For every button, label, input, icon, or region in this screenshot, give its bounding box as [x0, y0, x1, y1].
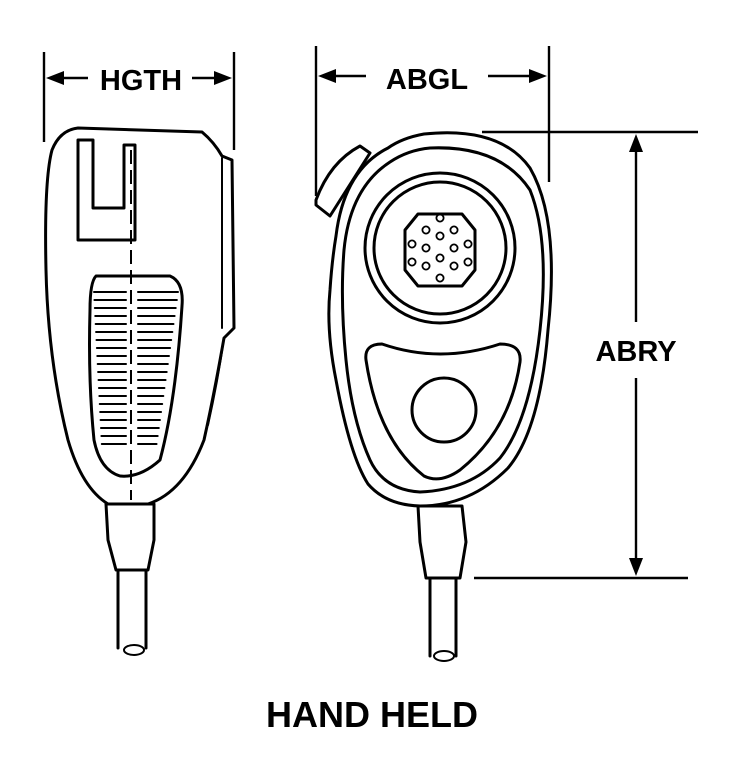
caption: HAND HELD — [266, 694, 478, 735]
ptt-crescent-panel — [364, 342, 522, 481]
mic-grille-ring — [363, 171, 517, 325]
abgl-label: ABGL — [386, 64, 468, 96]
side-view: ABGL ABRY — [314, 46, 698, 662]
hgth-label: HGTH — [100, 65, 182, 97]
side-body-bezel — [340, 146, 545, 494]
hgth-dimension-arrows — [46, 71, 232, 85]
side-cable — [428, 576, 458, 658]
abgl-dimension-arrows — [318, 69, 547, 83]
mic-grille-insert — [403, 212, 477, 288]
ptt-button — [314, 144, 372, 218]
round-button — [410, 376, 478, 444]
front-view: HGTH — [42, 52, 236, 656]
front-cable — [116, 568, 148, 650]
ribbed-grip — [88, 274, 184, 478]
abry-dimension-arrows — [629, 134, 643, 576]
front-strain-relief — [104, 502, 156, 572]
side-body-outline — [327, 131, 553, 508]
abry-label: ABRY — [595, 336, 676, 368]
belt-clip — [76, 138, 137, 242]
mic-holes — [407, 213, 473, 283]
side-strain-relief — [416, 504, 468, 580]
